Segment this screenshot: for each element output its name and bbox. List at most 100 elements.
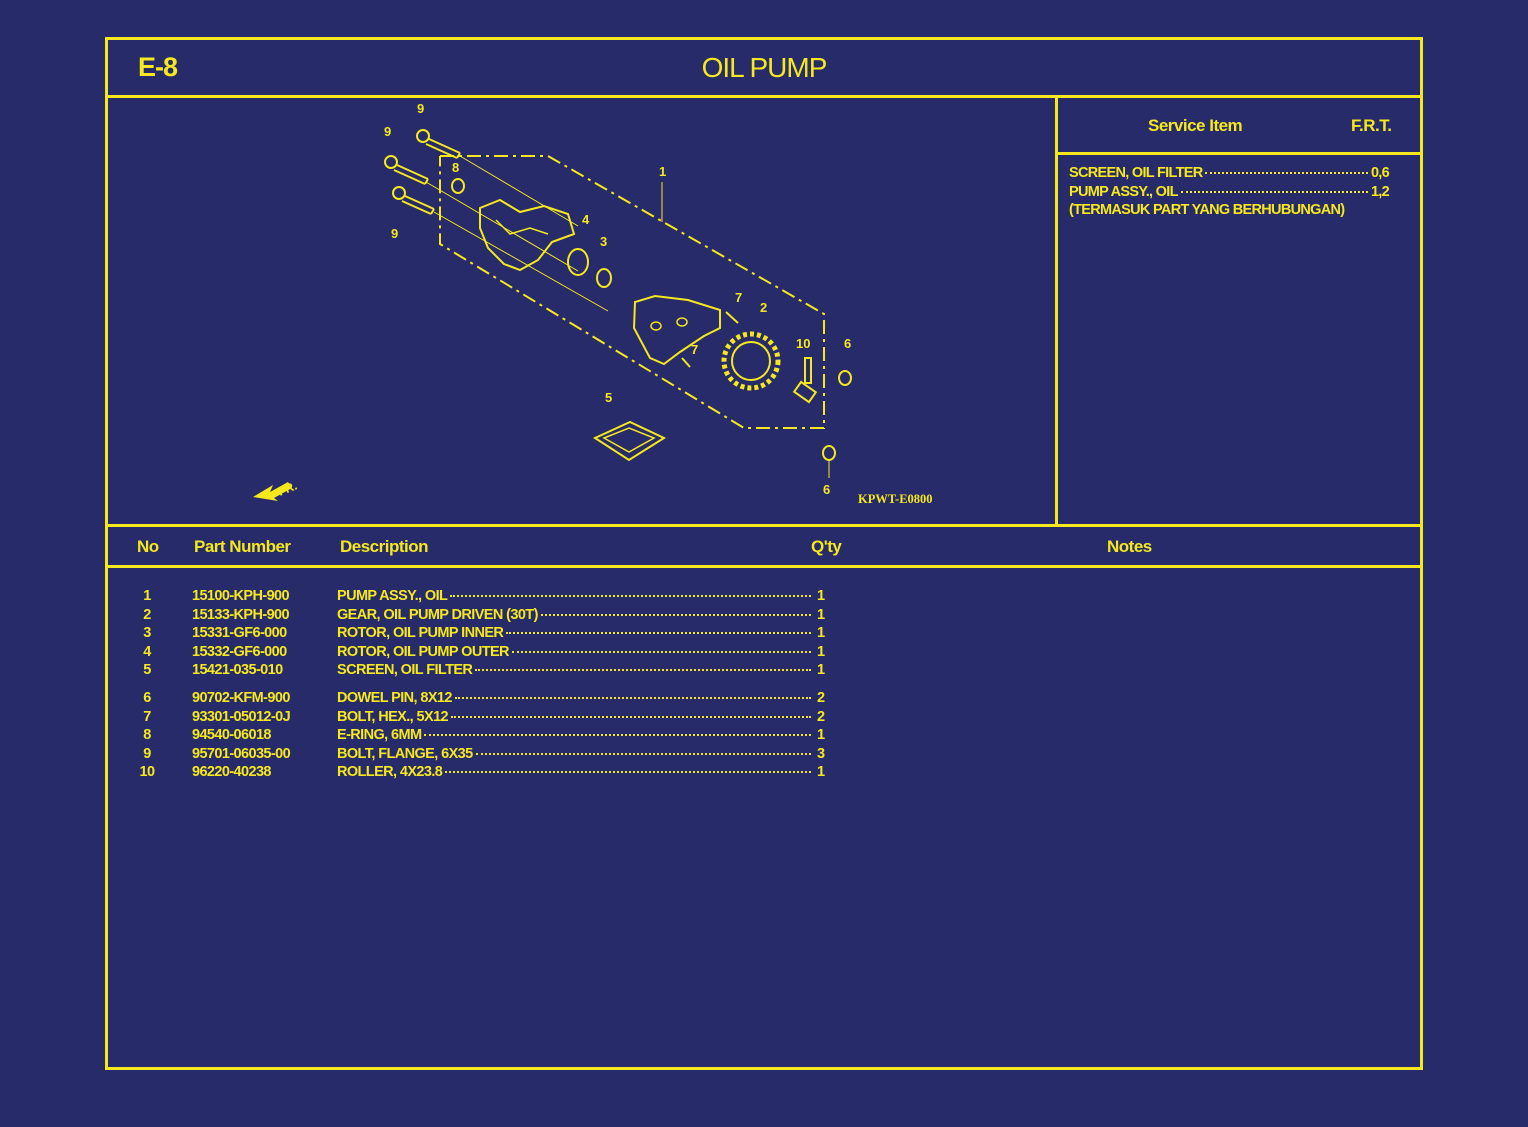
- section-code: E-8: [138, 52, 178, 82]
- service-item-value: 1,2: [1370, 183, 1390, 200]
- part-no: 5: [143, 662, 151, 678]
- part-no: 6: [143, 690, 151, 706]
- part-description-cell: GEAR, OIL PUMP DRIVEN (30T): [337, 607, 814, 623]
- e-ring-icon: [451, 178, 465, 194]
- oil-pump-exploded-diagram: 9 9 9 8 1 4 3 7 2 7 10 6 5 6 FR. KPWT-E0…: [253, 101, 933, 506]
- col-header-part-number: Part Number: [194, 537, 291, 556]
- service-header-divider: [1056, 152, 1420, 155]
- leader-dots: [1205, 172, 1368, 174]
- callout-label: 1: [659, 164, 666, 179]
- parts-row: 4 15332-GF6-000 ROTOR, OIL PUMP OUTER 1: [108, 644, 848, 662]
- inner-rotor-icon: [596, 268, 612, 288]
- part-description: PUMP ASSY., OIL: [337, 588, 448, 604]
- leader-dots: [424, 734, 811, 736]
- pump-body-icon: [479, 198, 576, 272]
- callout-label: 5: [605, 390, 612, 405]
- service-item: PUMP ASSY., OIL 1,2: [1069, 183, 1390, 202]
- bolt-icon: [392, 186, 435, 215]
- frt-header: F.R.T.: [1351, 116, 1392, 135]
- leader-dots: [450, 595, 811, 597]
- leader-dots: [475, 752, 811, 755]
- part-description: ROTOR, OIL PUMP INNER: [337, 625, 504, 641]
- diagram-divider: [1055, 96, 1058, 526]
- part-description: SCREEN, OIL FILTER: [337, 662, 473, 678]
- leader-dots: [1180, 190, 1368, 193]
- part-description-cell: E-RING, 6MM: [337, 727, 814, 743]
- oil-filter-screen-icon: [592, 420, 667, 462]
- roller-icon: [804, 357, 812, 384]
- part-qty: 1: [817, 606, 825, 623]
- part-no: 9: [143, 745, 151, 762]
- part-no: 4: [143, 643, 151, 660]
- part-description: ROTOR, OIL PUMP OUTER: [337, 643, 510, 660]
- leader-dots: [511, 650, 811, 653]
- part-no: 10: [139, 764, 156, 780]
- callout-label: 3: [600, 234, 607, 249]
- part-no: 7: [143, 708, 151, 725]
- callout-label: 2: [760, 300, 767, 315]
- part-description: ROLLER, 4X23.8: [337, 764, 443, 780]
- table-header-divider: [108, 565, 1420, 568]
- leader-dots: [451, 715, 811, 718]
- part-qty: 3: [817, 745, 825, 762]
- col-header-description: Description: [340, 537, 429, 556]
- leader-dots: [540, 613, 811, 616]
- bolt-icon: [681, 357, 691, 368]
- part-description: GEAR, OIL PUMP DRIVEN (30T): [337, 606, 538, 623]
- leader-dots: [445, 771, 811, 773]
- service-list: SCREEN, OIL FILTER 0,6 PUMP ASSY., OIL 1…: [1069, 164, 1390, 220]
- col-header-qty: Q'ty: [811, 537, 842, 556]
- callout-label: 10: [796, 336, 810, 351]
- col-header-notes: Notes: [1107, 537, 1152, 556]
- callout-label: 9: [384, 124, 391, 139]
- parts-sheet-frame: E-8 OIL PUMP Service Item F.R.T. SCREEN,…: [105, 37, 1423, 1070]
- callout-label: 7: [735, 290, 742, 305]
- leader-dots: [475, 669, 811, 671]
- callout-label: 9: [391, 226, 398, 241]
- part-description: BOLT, FLANGE, 6X35: [337, 745, 473, 762]
- dowel-pin-icon: [838, 370, 852, 386]
- part-qty: 1: [817, 643, 825, 660]
- part-description-cell: DOWEL PIN, 8X12: [337, 690, 814, 706]
- part-number: 95701-06035-00: [192, 745, 291, 762]
- front-label: FR.: [276, 479, 299, 499]
- part-qty: 1: [817, 727, 825, 743]
- part-qty: 1: [817, 588, 825, 604]
- part-description-cell: ROTOR, OIL PUMP INNER: [337, 625, 814, 641]
- part-number: 15332-GF6-000: [192, 643, 287, 660]
- callout-label: 6: [823, 482, 830, 497]
- part-description-cell: PUMP ASSY., OIL: [337, 588, 814, 604]
- part-qty: 1: [817, 625, 825, 641]
- outer-rotor-icon: [567, 248, 589, 276]
- header-divider: [108, 95, 1420, 98]
- part-number: 15100-KPH-900: [192, 588, 290, 604]
- part-description: E-RING, 6MM: [337, 727, 422, 743]
- roller-icon: [792, 380, 818, 404]
- page-title: OIL PUMP: [701, 52, 828, 83]
- service-item-value: 0,6: [1370, 165, 1390, 181]
- service-item-name: PUMP ASSY., OIL: [1069, 183, 1178, 200]
- part-number: 15421-035-010: [192, 662, 283, 678]
- part-description-cell: SCREEN, OIL FILTER: [337, 662, 814, 678]
- bolt-icon: [725, 311, 739, 324]
- bolt-icon: [416, 129, 461, 159]
- driven-gear-icon: [721, 331, 781, 391]
- leader-dots: [506, 632, 811, 634]
- part-description-cell: BOLT, FLANGE, 6X35: [337, 746, 814, 762]
- part-description-cell: ROTOR, OIL PUMP OUTER: [337, 644, 814, 660]
- part-number: 93301-05012-0J: [192, 708, 291, 725]
- callout-label: 8: [452, 160, 459, 175]
- part-no: 8: [143, 727, 151, 743]
- part-description-cell: ROLLER, 4X23.8: [337, 764, 814, 780]
- parts-row: 9 95701-06035-00 BOLT, FLANGE, 6X35 3: [108, 746, 848, 764]
- part-qty: 2: [817, 708, 825, 725]
- front-arrow-icon: [253, 482, 292, 501]
- callout-label: 4: [582, 212, 590, 227]
- pump-cover-icon: [632, 294, 721, 366]
